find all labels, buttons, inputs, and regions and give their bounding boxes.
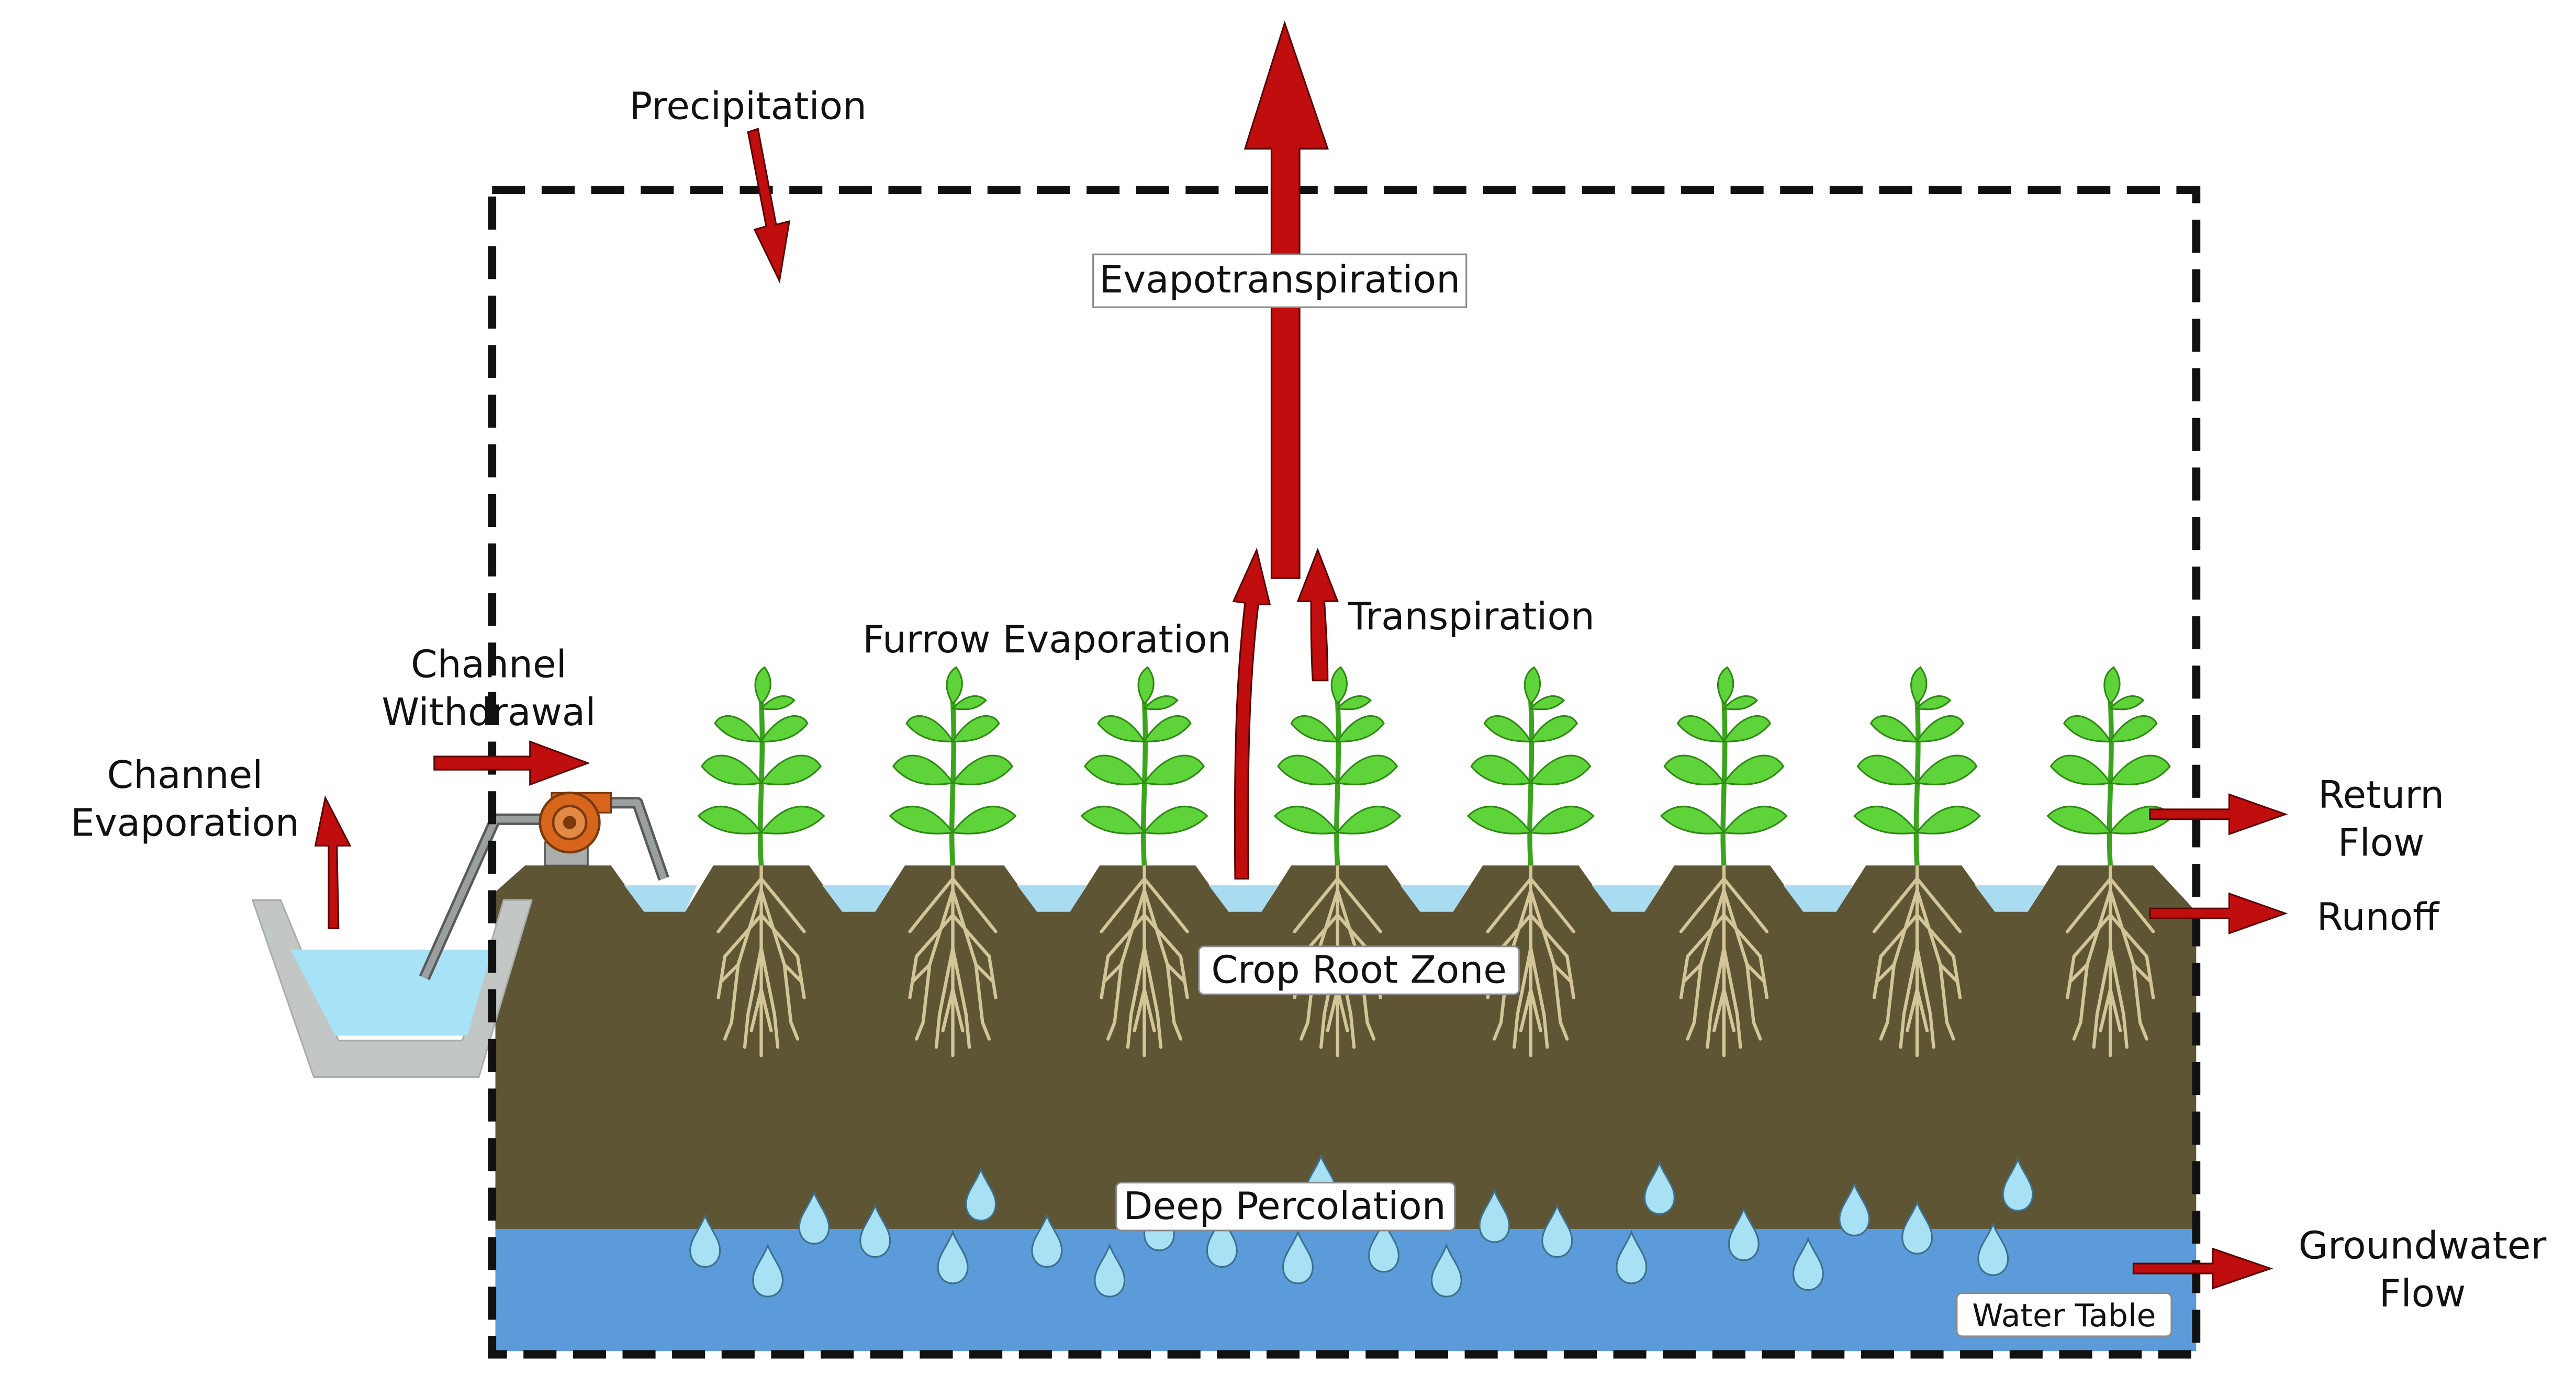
soil-layer	[495, 865, 2197, 1229]
channel-withdrawal-label-line2: Withdrawal	[382, 691, 596, 735]
groundwater-flow-label-line1: Groundwater	[2299, 1224, 2547, 1268]
furrow-evaporation-label: Furrow Evaporation	[863, 618, 1231, 662]
evapotranspiration-label-bg	[1092, 253, 1468, 308]
channel-evaporation-arrow	[314, 795, 352, 929]
deep-percolation-label: Deep Percolation	[1124, 1184, 1446, 1228]
groundwater-layer	[495, 1225, 2197, 1351]
groundwater-flow-arrow	[2132, 1247, 2273, 1290]
runoff-arrow	[2149, 892, 2288, 934]
water-table-label-bg	[1956, 1292, 2172, 1337]
precipitation-arrow	[747, 128, 791, 284]
channel-withdrawal-label-line1: Channel	[411, 642, 567, 686]
return-flow-label-line1: Return	[2318, 773, 2444, 817]
transpiration-arrow	[1296, 547, 1339, 682]
pump	[419, 792, 669, 980]
precipitation-label: Precipitation	[630, 84, 867, 128]
return-flow-arrow	[2149, 793, 2288, 836]
water-table-label: Water Table	[1972, 1298, 2156, 1334]
runoff-label: Runoff	[2317, 895, 2440, 939]
transpiration-label: Transpiration	[1348, 595, 1595, 639]
crop-plants	[699, 667, 2174, 865]
channel-evaporation-label-line1: Channel	[107, 753, 263, 797]
return-flow-label-line2: Flow	[2338, 821, 2425, 865]
system-boundary	[488, 186, 2201, 1359]
channel-evaporation-label-line2: Evaporation	[71, 801, 299, 845]
furrow-water	[624, 885, 2045, 912]
irrigation-channel	[252, 899, 533, 1078]
channel-water	[290, 950, 492, 1036]
deep-percolation-label-bg	[1115, 1181, 1456, 1232]
channel-withdrawal-arrow	[433, 740, 590, 786]
groundwater-flow-label-line2: Flow	[2379, 1272, 2466, 1316]
evapotranspiration-label: Evapotranspiration	[1099, 258, 1460, 302]
crop-root-zone-label-bg	[1198, 945, 1520, 996]
crop-root-zone-label: Crop Root Zone	[1211, 948, 1507, 992]
furrow-evaporation-arrow	[1232, 547, 1271, 880]
